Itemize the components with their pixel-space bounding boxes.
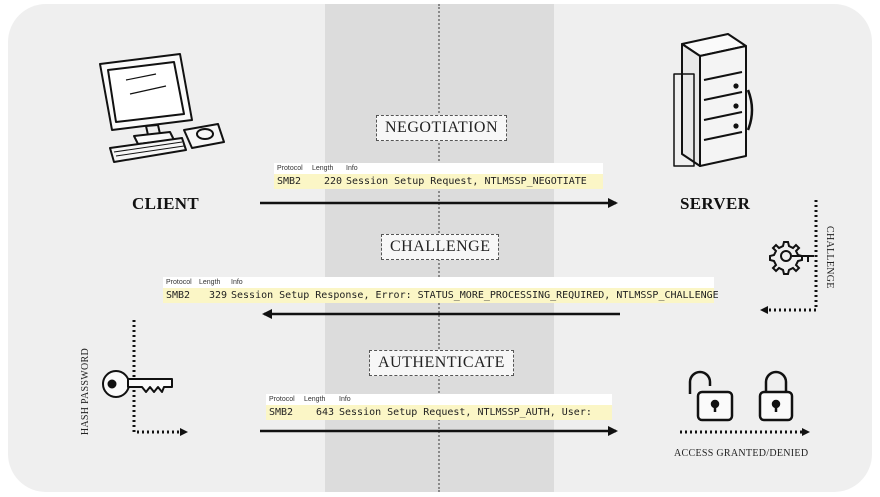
locked-padlock-icon (758, 370, 794, 422)
packet-info: Session Setup Request, NTLMSSP_NEGOTIATE (346, 176, 587, 187)
server-rack-icon (673, 33, 754, 167)
packet-header: Protocol Length Info (274, 163, 603, 174)
col-protocol: Protocol (277, 165, 303, 172)
unlocked-padlock-icon (688, 370, 734, 422)
server-label: SERVER (680, 194, 751, 213)
challenge-side-label: CHALLENGE (824, 226, 835, 289)
col-protocol: Protocol (269, 396, 295, 403)
col-length: Length (312, 165, 334, 172)
packet-protocol: SMB2 (277, 176, 302, 187)
packet-authenticate: Protocol Length Info SMB2 643 Session Se… (266, 394, 612, 420)
stage-negotiation: NEGOTIATION (376, 115, 508, 141)
packet-challenge: Protocol Length Info SMB2 329 Session Se… (163, 277, 719, 303)
packet-length: 220 (324, 176, 343, 187)
packet-info: Session Setup Request, NTLMSSP_AUTH, Use… (339, 407, 592, 418)
stage-authenticate: AUTHENTICATE (369, 350, 514, 376)
col-info: Info (231, 279, 243, 286)
packet-negotiate: Protocol Length Info SMB2 220 Session Se… (274, 163, 603, 189)
packet-length: 329 (209, 290, 228, 301)
packet-row: SMB2 643 Session Setup Request, NTLMSSP_… (266, 405, 612, 420)
packet-length: 643 (316, 407, 335, 418)
packet-header: Protocol Length Info (266, 394, 612, 405)
packet-row: SMB2 329 Session Setup Response, Error: … (163, 288, 719, 303)
col-length: Length (199, 279, 221, 286)
col-length: Length (304, 396, 326, 403)
col-info: Info (339, 396, 351, 403)
packet-header: Protocol Length Info (163, 277, 714, 288)
access-granted-denied-label: ACCESS GRANTED/DENIED (674, 448, 809, 459)
col-info: Info (346, 165, 358, 172)
client-label: CLIENT (132, 194, 199, 213)
col-protocol: Protocol (166, 279, 192, 286)
packet-protocol: SMB2 (166, 290, 191, 301)
desktop-computer-icon (99, 53, 225, 163)
packet-row: SMB2 220 Session Setup Request, NTLMSSP_… (274, 174, 603, 189)
gear-key-icon (769, 241, 814, 275)
packet-info: Session Setup Response, Error: STATUS_MO… (231, 290, 719, 301)
key-icon (102, 370, 173, 398)
stage-challenge: CHALLENGE (381, 234, 500, 260)
packet-protocol: SMB2 (269, 407, 294, 418)
